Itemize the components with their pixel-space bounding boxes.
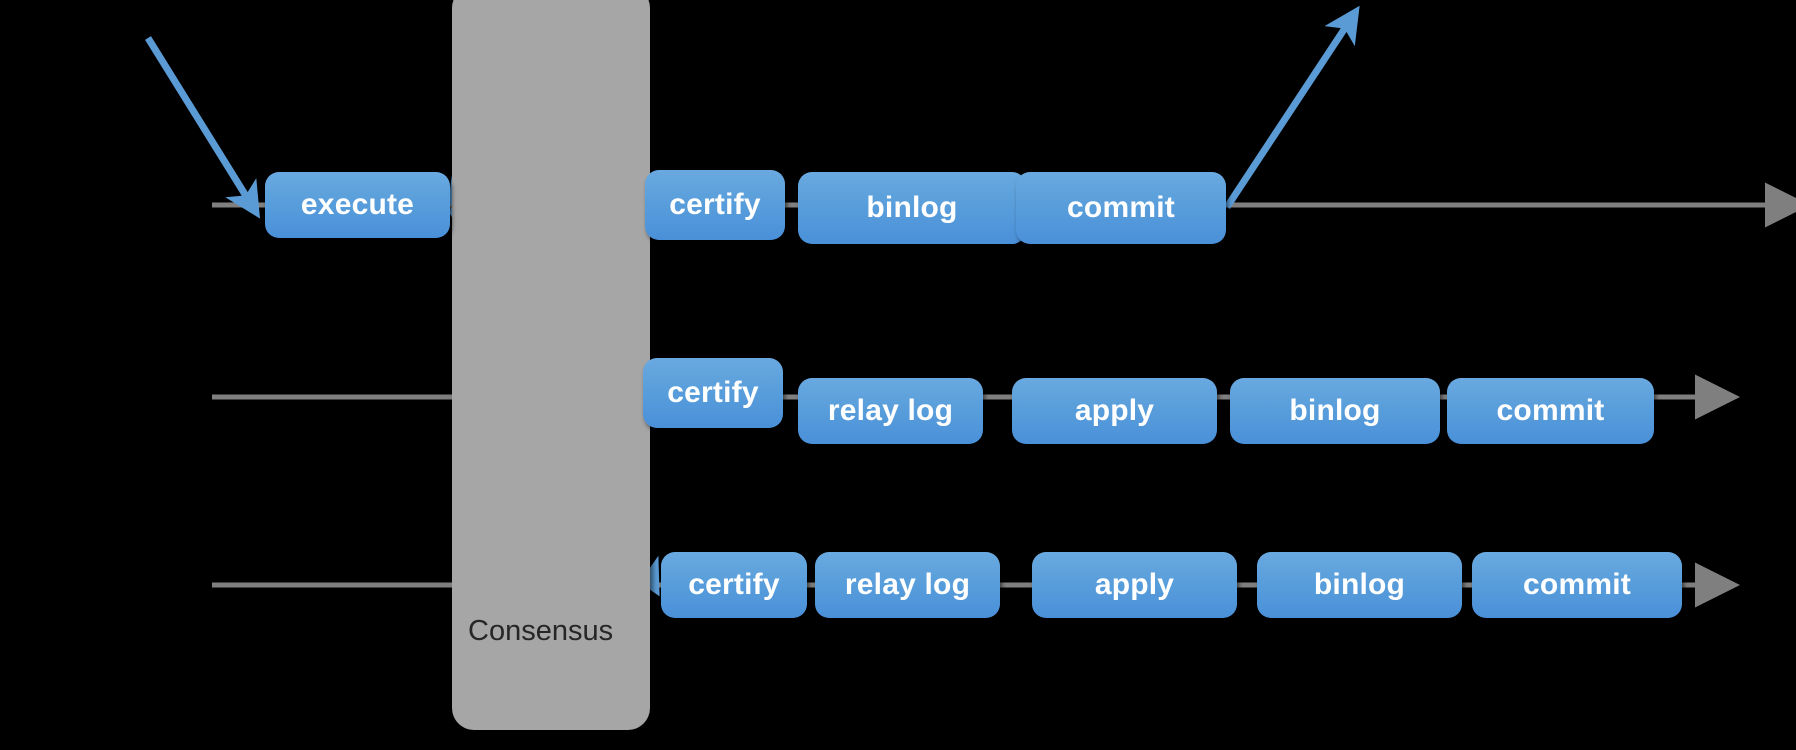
- node-replica-2-certify[interactable]: certify: [661, 552, 807, 618]
- node-label: execute: [300, 188, 415, 221]
- node-label: binlog: [1289, 394, 1381, 427]
- node-replica-1-certify[interactable]: certify: [643, 358, 783, 428]
- node-replica-2-commit[interactable]: commit: [1472, 552, 1682, 618]
- node-replica-1-apply[interactable]: apply: [1012, 378, 1217, 444]
- node-replica-1-commit[interactable]: commit: [1447, 378, 1654, 444]
- node-source-binlog[interactable]: binlog: [798, 172, 1026, 244]
- node-replica-2-relay-log[interactable]: relay log: [815, 552, 1000, 618]
- node-label: apply: [1074, 394, 1155, 427]
- consensus-region: [452, 0, 650, 730]
- node-source-certify[interactable]: certify: [645, 170, 785, 240]
- node-label: commit: [1496, 394, 1605, 427]
- node-label: binlog: [1313, 568, 1406, 601]
- node-label: relay log: [844, 568, 971, 601]
- node-replica-2-binlog[interactable]: binlog: [1257, 552, 1462, 618]
- node-replica-1-relay-log[interactable]: relay log: [798, 378, 983, 444]
- node-label: relay log: [827, 394, 954, 427]
- node-replica-2-apply[interactable]: apply: [1032, 552, 1237, 618]
- node-label: certify: [667, 376, 759, 409]
- node-replica-1-binlog[interactable]: binlog: [1230, 378, 1440, 444]
- client-response-arrow: [1224, 5, 1360, 209]
- client-request-arrow: [145, 36, 261, 219]
- node-label: certify: [669, 188, 761, 221]
- consensus-label: Consensus: [468, 615, 614, 647]
- node-label: binlog: [866, 191, 958, 224]
- flow-arrows: [145, 5, 1360, 597]
- node-source-commit[interactable]: commit: [1016, 172, 1226, 244]
- node-label: commit: [1067, 191, 1175, 224]
- node-label: certify: [688, 568, 780, 601]
- node-label: apply: [1094, 568, 1175, 601]
- node-label: commit: [1523, 568, 1631, 601]
- node-source-execute[interactable]: execute: [265, 172, 450, 238]
